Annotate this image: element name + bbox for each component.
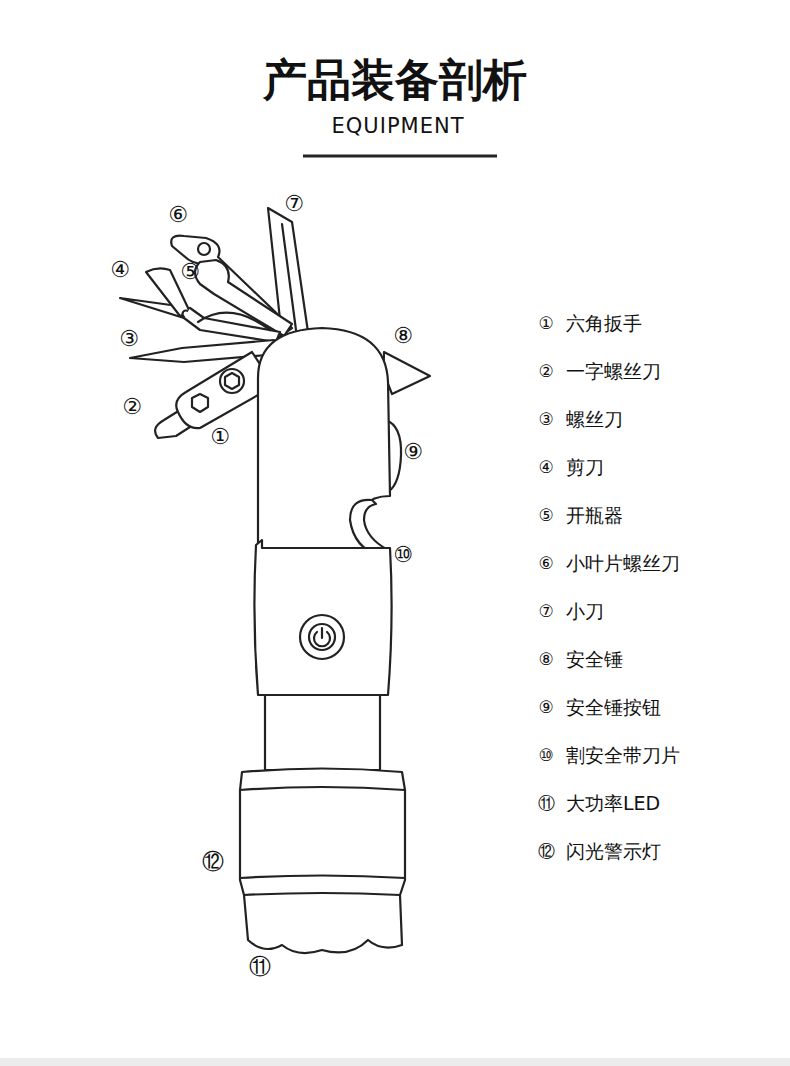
bottom-band xyxy=(0,1058,790,1066)
callout-number: ⑫ xyxy=(202,849,224,875)
callout-number: ⑦ xyxy=(284,191,304,217)
safety-hammer xyxy=(384,352,430,394)
legend-number: ⑩ xyxy=(538,745,553,765)
legend-number: ⑫ xyxy=(538,841,555,861)
callout-number: ⑤ xyxy=(180,259,200,285)
part-name: 安全锤按钮 xyxy=(566,696,661,719)
part-name: 大功率LED xyxy=(566,792,660,815)
part-name: 小叶片螺丝刀 xyxy=(566,552,680,575)
hex-hole xyxy=(192,394,208,412)
callout-number: ⑩ xyxy=(393,542,413,568)
part-name: 安全锤 xyxy=(566,648,623,671)
callout-number: ⑪ xyxy=(249,954,271,980)
subtitle: EQUIPMENT xyxy=(332,114,465,139)
part-name: 剪刀 xyxy=(566,456,604,479)
legend-number: ⑪ xyxy=(538,793,555,813)
power-button-ring xyxy=(309,624,335,650)
hex-ring xyxy=(220,369,244,393)
callout-number: ④ xyxy=(110,257,130,283)
legend-number: ⑧ xyxy=(538,649,553,669)
legend-number: ⑦ xyxy=(538,601,553,621)
power-icon xyxy=(321,628,323,638)
knife-edge xyxy=(282,224,296,330)
tool-head xyxy=(258,328,390,550)
callout-number: ⑥ xyxy=(168,202,188,228)
legend-number: ⑥ xyxy=(538,553,553,573)
legend-number: ① xyxy=(538,313,553,333)
legend-number: ② xyxy=(538,361,553,381)
legend-number: ③ xyxy=(538,409,553,429)
callout-number: ③ xyxy=(119,326,139,352)
callout-number: ② xyxy=(122,394,142,420)
part-name: 闪光警示灯 xyxy=(566,840,661,863)
page-title: 产品装备剖析 xyxy=(263,54,527,107)
scissor-handle xyxy=(184,308,280,342)
part-name: 螺丝刀 xyxy=(566,408,623,431)
part-name: 小刀 xyxy=(566,600,604,623)
hex-hole xyxy=(225,373,239,389)
callout-number: ⑨ xyxy=(403,439,423,465)
scissor-spring xyxy=(198,313,270,330)
flashlight-bezel xyxy=(240,769,405,954)
callout-number: ① xyxy=(210,424,230,450)
callout-number: ⑧ xyxy=(393,323,413,349)
bezel-band xyxy=(240,876,405,879)
small-screwdriver-hole xyxy=(198,243,210,255)
flashlight-neck xyxy=(265,695,380,770)
legend-number: ④ xyxy=(538,457,553,477)
handle-body xyxy=(254,540,391,695)
part-name: 六角扳手 xyxy=(566,312,642,335)
bezel-band xyxy=(240,787,405,790)
part-name: 割安全带刀片 xyxy=(566,744,680,767)
bezel-band xyxy=(244,893,400,895)
legend-number: ⑨ xyxy=(538,697,553,717)
power-button xyxy=(300,615,344,659)
part-name: 一字螺丝刀 xyxy=(566,360,661,383)
title-underline xyxy=(303,155,497,158)
part-name: 开瓶器 xyxy=(566,504,623,527)
legend-number: ⑤ xyxy=(538,505,553,525)
